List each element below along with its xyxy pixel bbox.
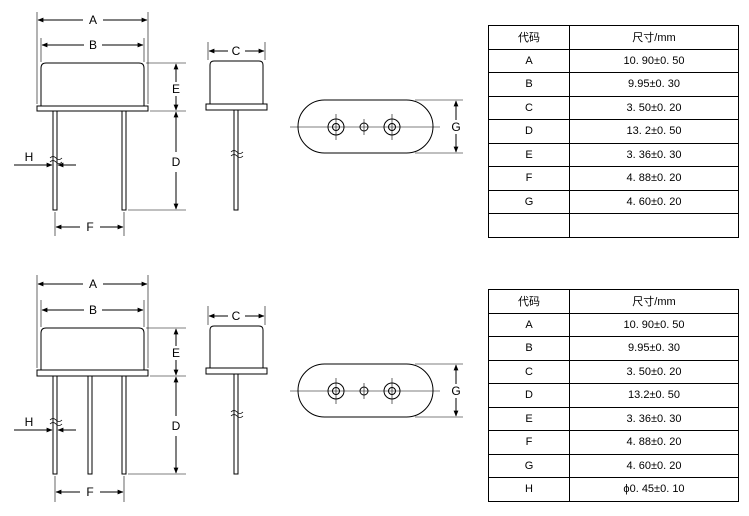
bottom-outline <box>297 99 434 154</box>
crystal-body <box>40 62 145 106</box>
crystal-body <box>40 327 145 370</box>
dim-label-A: A <box>89 13 97 27</box>
row-value: 4. 60±0. 20 <box>569 189 739 214</box>
crystal-base-flange <box>36 105 149 112</box>
dim-label-E: E <box>172 346 180 360</box>
pin-right <box>121 110 127 211</box>
row-value: 3. 50±0. 20 <box>569 359 739 384</box>
row-value: 4. 88±0. 20 <box>569 166 739 191</box>
row-code: E <box>488 406 570 431</box>
side-body <box>209 60 264 104</box>
dim-label-F: F <box>86 220 93 234</box>
table-row <box>488 213 739 238</box>
header-code: 代码 <box>488 289 570 314</box>
pin-middle <box>87 375 93 475</box>
row-code: A <box>488 312 570 337</box>
row-code: H <box>488 477 570 502</box>
dim-label-H: H <box>25 415 34 429</box>
side-flange <box>205 103 268 111</box>
side-pin <box>233 109 239 211</box>
bottom-outline <box>297 363 434 418</box>
row-code: G <box>488 189 570 214</box>
row-value: 4. 88±0. 20 <box>569 430 739 455</box>
bottom-view-2 <box>290 363 463 418</box>
row-value: 10. 90±0. 50 <box>569 48 739 73</box>
row-value: 13. 2±0. 50 <box>569 119 739 144</box>
row-code: C <box>488 359 570 384</box>
header-size: 尺寸/mm <box>569 25 739 50</box>
dim-label-G: G <box>451 384 460 398</box>
row-value: 13.2±0. 50 <box>569 383 739 408</box>
row-code: B <box>488 336 570 361</box>
row-code <box>488 213 570 238</box>
row-code: A <box>488 48 570 73</box>
row-code: C <box>488 95 570 120</box>
header-size: 尺寸/mm <box>569 289 739 314</box>
table-header-row: 代码 尺寸/mm <box>488 289 739 314</box>
dim-label-D: D <box>172 155 181 169</box>
row-code: E <box>488 142 570 167</box>
dim-label-B: B <box>89 38 97 52</box>
front-view-2 <box>14 275 186 502</box>
row-code: B <box>488 72 570 97</box>
row-code: D <box>488 119 570 144</box>
pin-right <box>121 375 127 475</box>
dim-label-B: B <box>89 303 97 317</box>
bottom-view-1 <box>290 99 463 154</box>
header-code: 代码 <box>488 25 570 50</box>
row-value: 3. 50±0. 20 <box>569 95 739 120</box>
row-value: 9.95±0. 30 <box>569 336 739 361</box>
side-view-2 <box>205 306 268 475</box>
dim-label-A: A <box>89 277 97 291</box>
dim-label-G: G <box>451 120 460 134</box>
row-code: F <box>488 166 570 191</box>
crystal-base-flange <box>36 369 149 377</box>
row-code: G <box>488 453 570 478</box>
row-value: 3. 36±0. 30 <box>569 142 739 167</box>
row-value: 10. 90±0. 50 <box>569 312 739 337</box>
front-view-1 <box>14 12 186 236</box>
dim-label-D: D <box>172 419 181 433</box>
side-pin <box>233 373 239 475</box>
row-code: F <box>488 430 570 455</box>
table-header-row: 代码 尺寸/mm <box>488 25 739 50</box>
side-body <box>209 325 264 368</box>
dim-label-F: F <box>86 485 93 499</box>
row-value: 9.95±0. 30 <box>569 72 739 97</box>
side-flange <box>205 367 268 375</box>
row-value <box>569 213 739 238</box>
dim-label-C: C <box>232 309 241 323</box>
row-value: ϕ0. 45±0. 10 <box>569 477 739 502</box>
row-value: 3. 36±0. 30 <box>569 406 739 431</box>
dim-label-H: H <box>25 150 34 164</box>
row-value: 4. 60±0. 20 <box>569 453 739 478</box>
pin-left <box>52 375 58 475</box>
side-view-1 <box>205 42 268 211</box>
row-code: D <box>488 383 570 408</box>
dim-label-C: C <box>232 44 241 58</box>
dim-label-E: E <box>172 82 180 96</box>
